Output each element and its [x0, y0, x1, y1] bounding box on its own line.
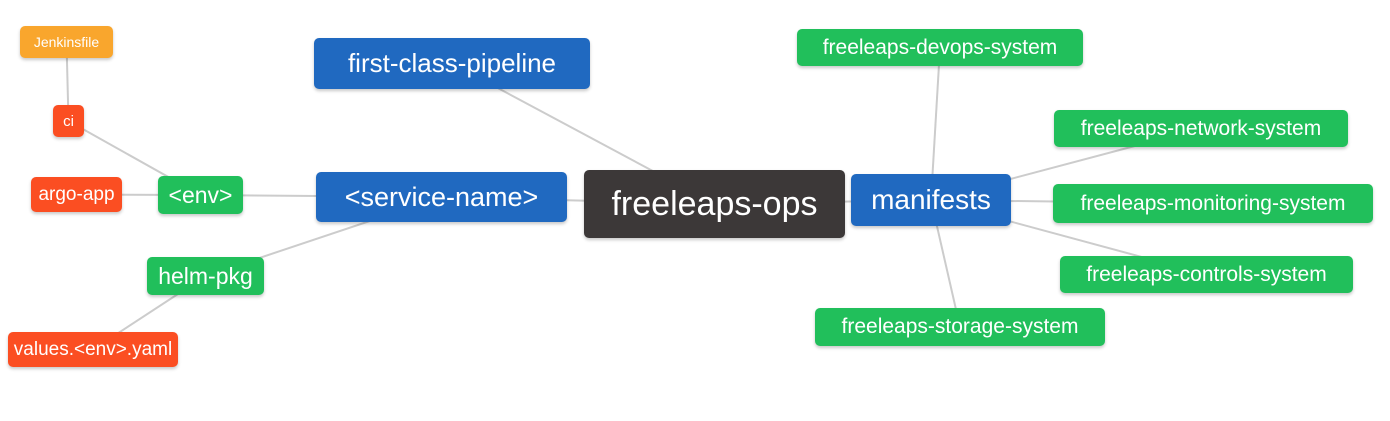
node-storage-system[interactable]: freeleaps-storage-system: [815, 308, 1105, 346]
node-devops-system[interactable]: freeleaps-devops-system: [797, 29, 1083, 66]
node-jenkinsfile[interactable]: Jenkinsfile: [20, 26, 113, 58]
node-values-env-yaml[interactable]: values.<env>.yaml: [8, 332, 178, 367]
node-network-system[interactable]: freeleaps-network-system: [1054, 110, 1348, 147]
node-controls-system[interactable]: freeleaps-controls-system: [1060, 256, 1353, 293]
node-monitoring-system[interactable]: freeleaps-monitoring-system: [1053, 184, 1373, 223]
node-service-name[interactable]: <service-name>: [316, 172, 567, 222]
node-freeleaps-ops[interactable]: freeleaps-ops: [584, 170, 845, 238]
node-ci[interactable]: ci: [53, 105, 84, 137]
node-argo-app[interactable]: argo-app: [31, 177, 122, 212]
node-first-class-pipeline[interactable]: first-class-pipeline: [314, 38, 590, 89]
node-env[interactable]: <env>: [158, 176, 243, 214]
node-helm-pkg[interactable]: helm-pkg: [147, 257, 264, 295]
node-manifests[interactable]: manifests: [851, 174, 1011, 226]
